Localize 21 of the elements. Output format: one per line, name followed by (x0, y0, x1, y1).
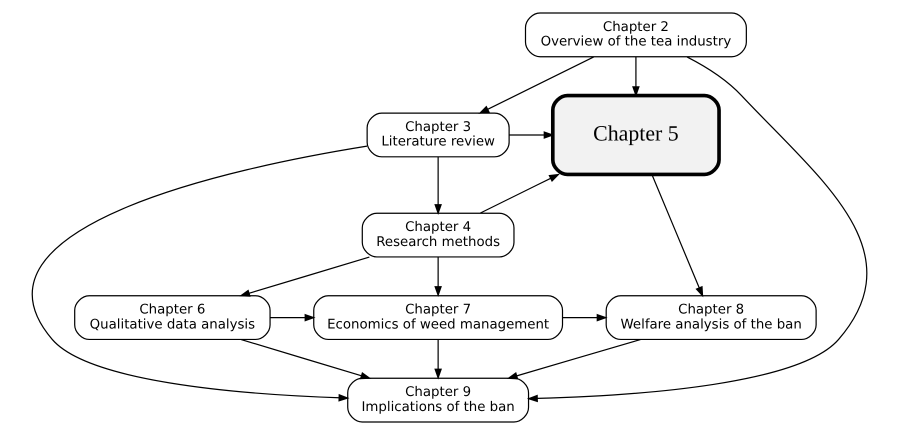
node-box: Chapter 5 (550, 94, 720, 176)
node-box: Chapter 7 Economics of weed management (312, 295, 563, 340)
arrow (562, 314, 608, 322)
arrow (434, 156, 442, 216)
arrow (434, 340, 442, 380)
arrow (434, 257, 442, 298)
arrow (506, 338, 640, 380)
node-box: Chapter 6 Qualitative data analysis (74, 295, 270, 340)
node-box: Chapter 3 Literature review (366, 112, 510, 158)
arrow (479, 174, 560, 214)
arrow (478, 56, 594, 114)
arrow (240, 338, 371, 380)
node-box: Chapter 2 Overview of the tea industry (524, 12, 746, 58)
arrow (238, 256, 370, 297)
node-box: Chapter 9 Implications of the ban (346, 378, 529, 423)
node-box: Chapter 8 Welfare analysis of the ban (605, 295, 816, 340)
arrow (651, 174, 703, 298)
arrow (32, 146, 367, 402)
arrow (526, 56, 867, 402)
node-box: Chapter 4 Research methods (361, 212, 514, 258)
arrow (270, 314, 316, 322)
